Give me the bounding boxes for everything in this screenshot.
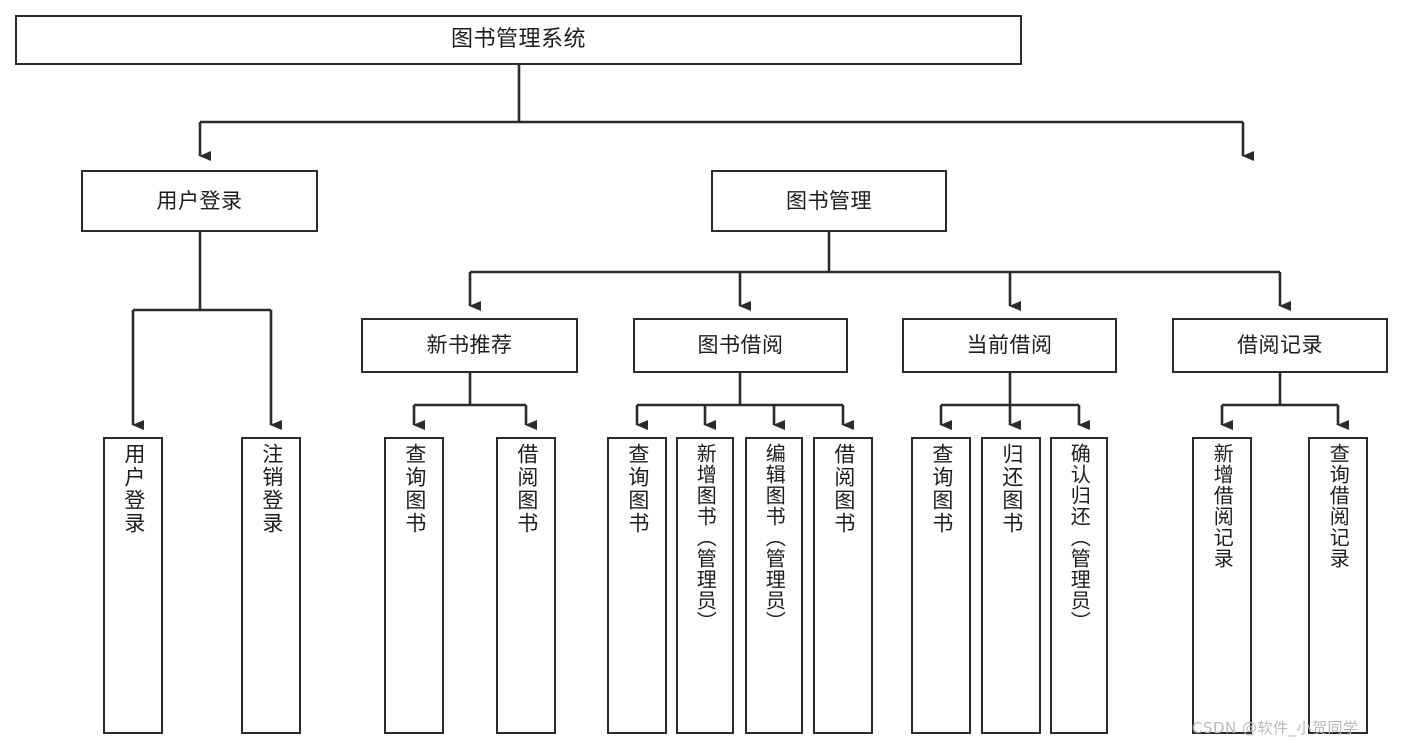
leaf-borrow-add-book[interactable]: 新增图书（管理员） xyxy=(676,437,734,734)
leaf-recommend-borrow-book-label: 借阅图书 xyxy=(514,443,539,535)
leaf-current-query-book-label: 查询图书 xyxy=(929,443,954,535)
node-book-management[interactable]: 图书管理 xyxy=(711,170,947,232)
leaf-recommend-borrow-book[interactable]: 借阅图书 xyxy=(496,437,556,734)
leaf-borrow-query-book[interactable]: 查询图书 xyxy=(607,437,667,734)
leaf-borrow-query-book-label: 查询图书 xyxy=(625,443,650,535)
node-new-book-recommend[interactable]: 新书推荐 xyxy=(361,318,578,373)
leaf-record-query-record[interactable]: 查询借阅记录 xyxy=(1308,437,1368,734)
node-current-borrow[interactable]: 当前借阅 xyxy=(902,318,1117,373)
leaf-current-return-book-label: 归还图书 xyxy=(999,443,1024,535)
leaf-borrow-borrow-book-label: 借阅图书 xyxy=(831,443,856,535)
leaf-user-login-logout-label: 注销登录 xyxy=(259,443,284,535)
node-user-login-label: 用户登录 xyxy=(156,188,243,213)
node-current-borrow-label: 当前借阅 xyxy=(966,333,1053,358)
node-user-login[interactable]: 用户登录 xyxy=(81,170,318,232)
leaf-borrow-edit-book[interactable]: 编辑图书（管理员） xyxy=(745,437,803,734)
node-borrow-record[interactable]: 借阅记录 xyxy=(1172,318,1388,373)
leaf-recommend-query-book-label: 查询图书 xyxy=(402,443,427,535)
node-root-label: 图书管理系统 xyxy=(450,27,586,53)
leaf-user-login-login[interactable]: 用户登录 xyxy=(103,437,163,734)
node-new-book-recommend-label: 新书推荐 xyxy=(426,333,513,358)
leaf-record-add-record-label: 新增借阅记录 xyxy=(1210,443,1235,569)
node-book-borrow-label: 图书借阅 xyxy=(697,333,784,358)
leaf-current-query-book[interactable]: 查询图书 xyxy=(911,437,971,734)
node-book-management-label: 图书管理 xyxy=(786,188,872,213)
leaf-recommend-query-book[interactable]: 查询图书 xyxy=(384,437,444,734)
leaf-user-login-logout[interactable]: 注销登录 xyxy=(241,437,301,734)
leaf-record-query-record-label: 查询借阅记录 xyxy=(1326,443,1351,569)
leaf-user-login-login-label: 用户登录 xyxy=(121,443,146,535)
leaf-borrow-borrow-book[interactable]: 借阅图书 xyxy=(813,437,873,734)
leaf-borrow-edit-book-label: 编辑图书（管理员） xyxy=(762,443,787,632)
leaf-record-add-record[interactable]: 新增借阅记录 xyxy=(1192,437,1252,734)
csdn-watermark: CSDN @软件_小贺同学 xyxy=(1192,719,1359,737)
leaf-current-confirm-return[interactable]: 确认归还（管理员） xyxy=(1050,437,1108,734)
leaf-current-confirm-return-label: 确认归还（管理员） xyxy=(1067,443,1092,632)
node-book-borrow[interactable]: 图书借阅 xyxy=(633,318,848,373)
node-root[interactable]: 图书管理系统 xyxy=(15,15,1022,65)
node-borrow-record-label: 借阅记录 xyxy=(1237,333,1323,358)
leaf-current-return-book[interactable]: 归还图书 xyxy=(981,437,1041,734)
leaf-borrow-add-book-label: 新增图书（管理员） xyxy=(693,443,718,632)
